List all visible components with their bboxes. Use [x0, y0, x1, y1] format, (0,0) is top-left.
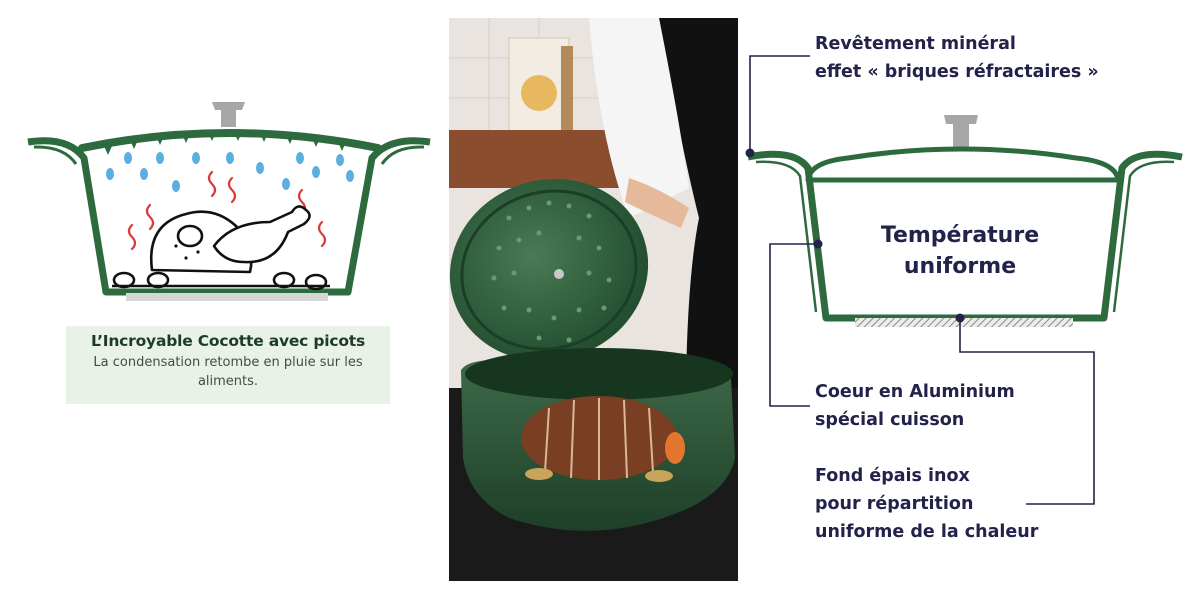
roast-twine	[544, 398, 654, 480]
lid	[78, 129, 382, 152]
technical-diagram	[738, 0, 1200, 600]
photo-illustration	[449, 18, 738, 581]
label-center-line1: Température	[880, 223, 1040, 248]
leader-core	[769, 243, 816, 407]
condensation-diagram: L’Incroyable Cocotte avec picots La cond…	[0, 0, 450, 600]
roast-chicken	[112, 205, 330, 291]
condensation-drops	[106, 152, 354, 192]
lid-spikes	[104, 132, 346, 155]
chicken-dots	[174, 244, 200, 260]
pot-illustration	[27, 102, 431, 301]
lid-knob-right	[944, 115, 978, 147]
label-coating-line1: Revêtement minéral	[815, 34, 1016, 54]
cocotte-lid	[449, 178, 649, 362]
label-aluminium-core: Coeur en Aluminium spécial cuisson	[815, 378, 1015, 434]
leader-lines	[749, 55, 1095, 505]
wooden-counter	[449, 130, 629, 188]
pot-base	[126, 293, 328, 301]
caption-text: La condensation retombe en pluie sur les…	[93, 355, 363, 389]
leader-base	[959, 318, 1095, 505]
lid-knob-photo	[554, 269, 564, 279]
leader-dots	[745, 148, 965, 323]
caption-title: L’Incroyable Cocotte avec picots	[90, 332, 366, 350]
lid-right	[805, 146, 1121, 183]
caption-box: L’Incroyable Cocotte avec picots La cond…	[66, 326, 390, 404]
label-coating: Revêtement minéral effet « briques réfra…	[815, 30, 1099, 86]
pot-cross-section	[745, 55, 1183, 505]
label-uniform-temperature: Température uniforme	[855, 220, 1065, 282]
label-core-line1: Coeur en Aluminium	[815, 382, 1015, 402]
leader-coating	[749, 55, 810, 153]
label-base-line1: Fond épais inox	[815, 466, 970, 486]
hatched-base	[855, 318, 1073, 327]
label-base-line3: uniforme de la chaleur	[815, 522, 1039, 542]
label-coating-line2: effet « briques réfractaires »	[815, 62, 1099, 82]
lid-knob	[212, 102, 245, 127]
label-center-line2: uniforme	[903, 254, 1017, 279]
label-core-line2: spécial cuisson	[815, 410, 965, 430]
label-base-line2: pour répartition	[815, 494, 974, 514]
pot-body	[27, 137, 431, 296]
product-photo	[449, 18, 738, 581]
lid-picots-photo	[491, 200, 612, 343]
label-steel-base: Fond épais inox pour répartition uniform…	[815, 462, 1038, 546]
